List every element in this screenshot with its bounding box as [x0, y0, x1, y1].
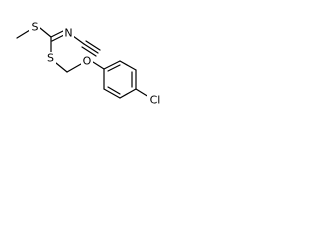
atom-s-methyl: S: [29, 21, 40, 34]
bond-c1-n-double-b: [51, 34, 65, 42]
atom-label-cl: Cl: [150, 94, 161, 107]
bond-methyl-s: [16, 29, 31, 39]
bond-cn-triple-c: [81, 46, 97, 57]
ring-bond-5: [103, 88, 121, 99]
atom-n-imine: N: [63, 27, 74, 40]
ring-bond-2: [119, 60, 137, 71]
ring-bond-1: [103, 60, 121, 70]
ring-double-1: [107, 64, 121, 72]
bond-ring-cl: [135, 88, 150, 98]
bond-s-c1: [39, 27, 52, 38]
ring-bond-4: [119, 88, 137, 99]
bond-c1-n-double-a: [50, 30, 64, 38]
bonds: [16, 27, 150, 99]
bond-s2-ch2: [55, 62, 68, 73]
bond-o-ring: [92, 61, 105, 70]
atom-s-thio: S: [45, 52, 56, 65]
atom-label-s-thio: S: [47, 52, 54, 65]
ring-double-3: [107, 86, 121, 95]
atom-o-ether: O: [81, 55, 93, 68]
atom-label-n-imine: N: [64, 27, 72, 40]
atom-labels: S N S O Cl: [29, 21, 163, 107]
bond-n-cn: [72, 35, 85, 45]
bond-ch2-o: [66, 63, 82, 73]
bond-cn-triple-a: [83, 43, 99, 54]
bond-cn-triple-b: [85, 40, 101, 51]
atom-label-s-methyl: S: [32, 21, 39, 34]
chemical-structure-diagram: S N S O Cl: [16, 21, 163, 107]
atom-cl: Cl: [147, 94, 163, 107]
atom-label-o-ether: O: [83, 55, 92, 68]
